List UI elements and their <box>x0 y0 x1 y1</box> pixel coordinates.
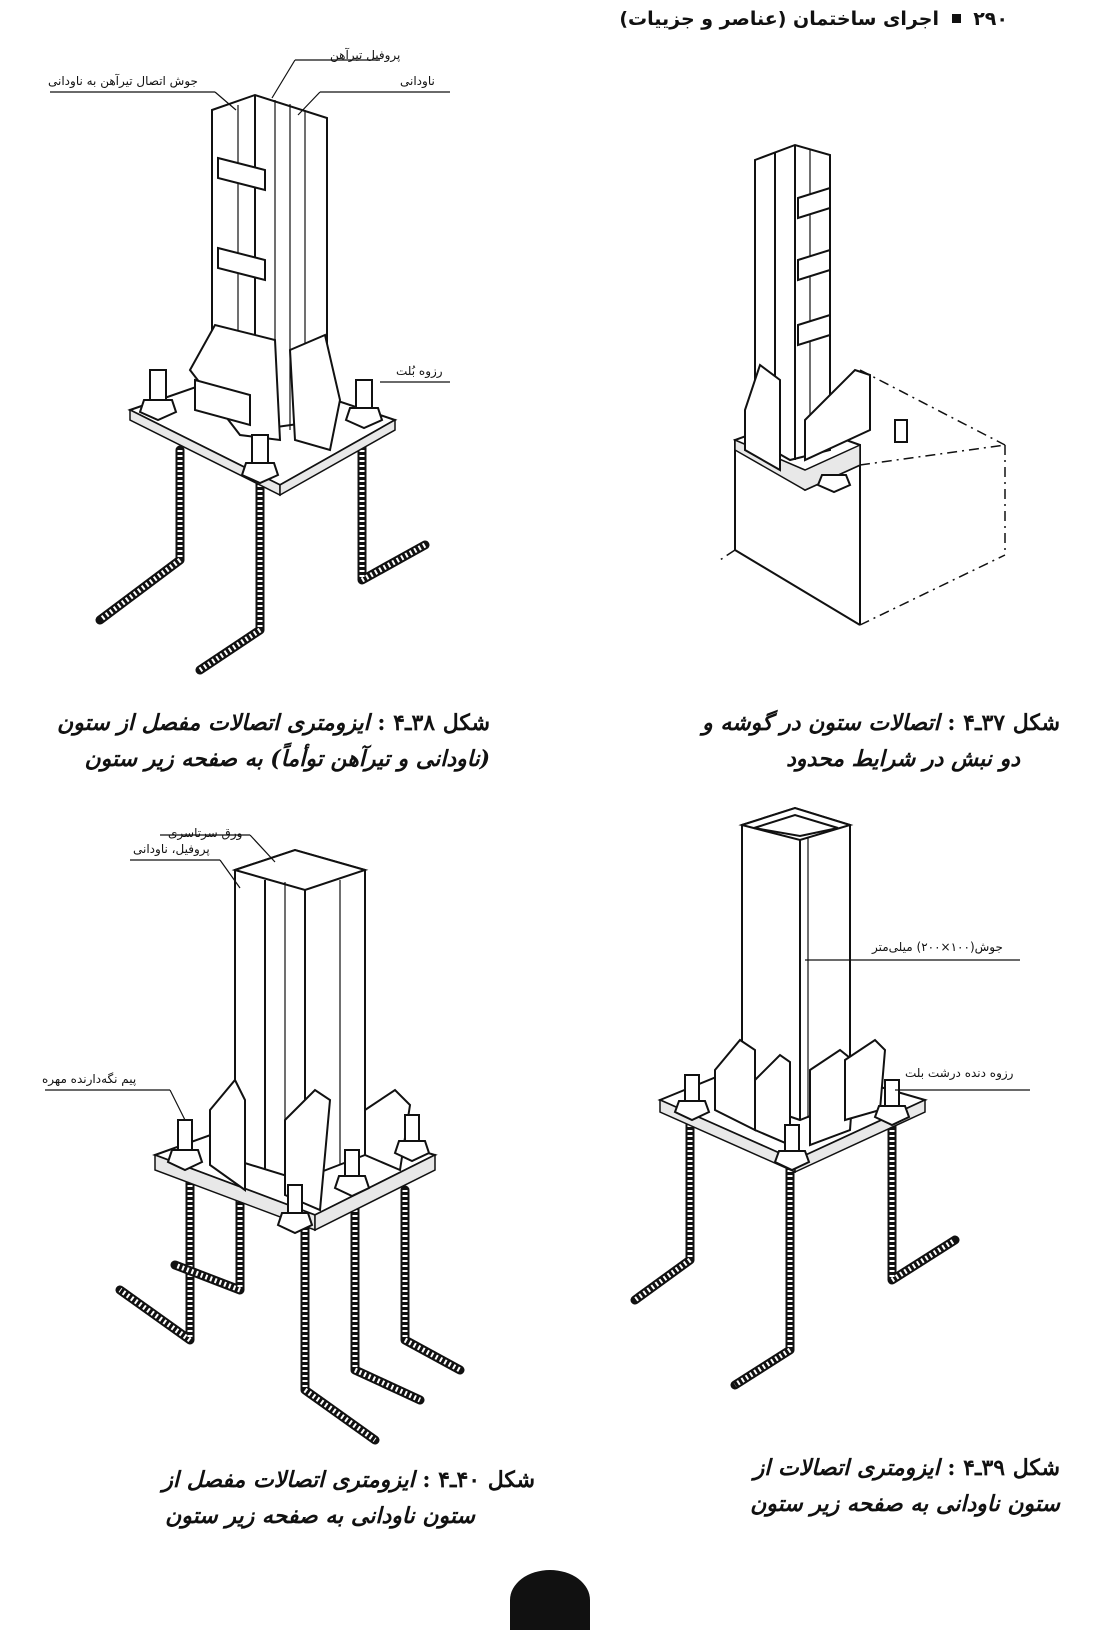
anchor-bolt <box>344 379 384 430</box>
bullet-square-icon <box>951 14 961 23</box>
label-channel: ناودانی <box>400 74 435 88</box>
anchor-bolt <box>673 1074 711 1122</box>
caption-line: ایزومتری اتصالات از <box>753 1455 940 1481</box>
figure-4-40-caption: شکل ۴۰ـ۴ : ایزومتری اتصالات مفصل از ستون… <box>100 1462 535 1534</box>
caption-label: شکل ۳۹ـ۴ : <box>947 1455 1060 1481</box>
anchor-nut <box>816 474 852 494</box>
caption-line: اتصالات ستون در گوشه و <box>702 710 940 736</box>
figure-4-37-drawing <box>719 143 1006 626</box>
figure-4-38-drawing <box>50 59 450 675</box>
label-profile-ibeam: پروفیل تیرآهن <box>330 48 401 62</box>
anchor-bolt <box>773 1124 811 1172</box>
anchor-bolt <box>873 1079 911 1127</box>
label-coarse-bolt-thread: رزوه دنده درشت بلت <box>905 1066 1014 1080</box>
label-nut-holding-pin: پیم نگه‌دارنده مهره <box>42 1072 137 1086</box>
caption-line: (ناودانی و تیرآهن توأماً) به صفحه زیر ست… <box>84 746 490 772</box>
label-bolt-thread: رزوه بُلت <box>396 364 443 378</box>
anchor-bolt <box>240 434 280 485</box>
label-full-plate: ورق سرتاسری <box>168 826 243 840</box>
caption-line: دو نبش در شرایط محدود <box>786 746 1020 772</box>
caption-label: شکل ۴۰ـ۴ : <box>422 1467 535 1493</box>
anchor-bolt <box>276 1184 314 1235</box>
figure-4-40-drawing <box>45 834 465 1445</box>
page-edge-circle <box>510 1570 590 1630</box>
running-title: اجرای ساختمان (عناصر و جزییات) <box>619 8 939 30</box>
caption-line: ستون ناودانی به صفحه زیر ستون <box>165 1503 475 1529</box>
figure-4-39-drawing <box>630 806 1030 1390</box>
caption-line: ایزومتری اتصالات مفصل از <box>162 1467 415 1493</box>
caption-line: ایزومتری اتصالات مفصل از ستون <box>57 710 370 736</box>
label-profile-channel: پروفیل، ناودانی <box>133 842 210 856</box>
caption-line: ستون ناودانی به صفحه زیر ستون <box>750 1491 1060 1517</box>
label-weld-ibeam-channel: جوش اتصال تیرآهن به ناودانی <box>48 74 198 88</box>
figure-4-38-caption: شکل ۳۸ـ۴ : ایزومتری اتصالات مفصل از ستون… <box>40 705 490 777</box>
page-header: ۲۹۰ اجرای ساختمان (عناصر و جزییات) <box>619 8 1008 30</box>
caption-label: شکل ۳۷ـ۴ : <box>947 710 1060 736</box>
figure-4-39-caption: شکل ۳۹ـ۴ : ایزومتری اتصالات از ستون ناود… <box>640 1450 1060 1522</box>
caption-label: شکل ۳۸ـ۴ : <box>377 710 490 736</box>
anchor-bolt <box>138 369 178 422</box>
anchor-bolt <box>333 1149 371 1198</box>
anchor-bolt <box>393 1114 431 1163</box>
page-number: ۲۹۰ <box>973 8 1008 30</box>
anchor-bolt <box>166 1119 204 1172</box>
label-weld-size: جوش(۱۰۰×۲۰۰) میلی‌متر <box>872 940 1003 954</box>
figure-4-37-caption: شکل ۳۷ـ۴ : اتصالات ستون در گوشه و دو نبش… <box>650 705 1060 777</box>
